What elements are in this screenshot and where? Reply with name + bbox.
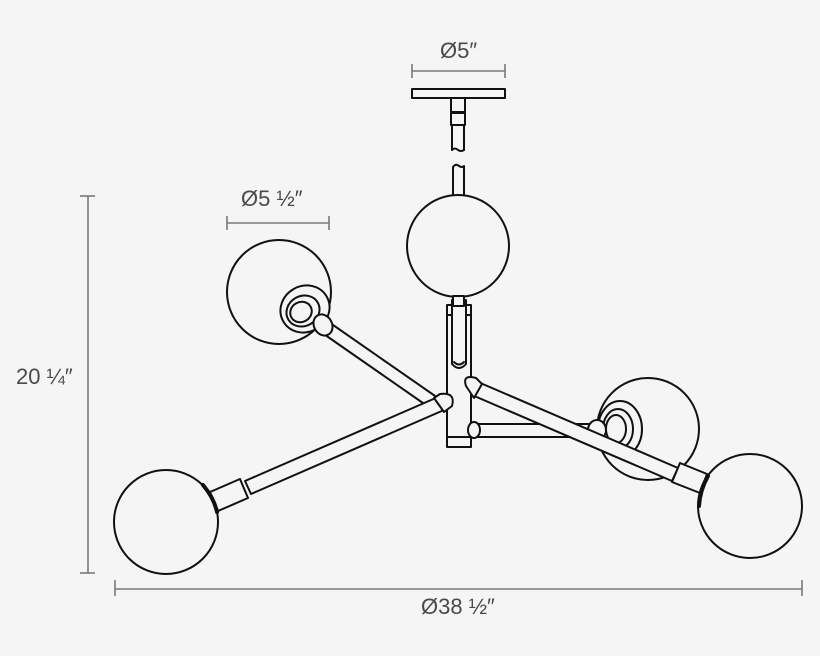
canopy-diameter-label: Ø5″: [440, 38, 478, 63]
arm-lower-right: [464, 376, 708, 494]
ceiling-canopy: [411, 88, 506, 152]
downrod-lower: [452, 163, 465, 197]
globe-lower-right: [697, 453, 803, 559]
dimension-canopy-line: [411, 64, 506, 78]
shade-diameter-label: Ø5 ½″: [241, 186, 303, 211]
overall-height-label: 20 ¼″: [16, 364, 73, 389]
center-hub: [446, 299, 472, 448]
overall-diameter-label: Ø38 ½″: [421, 594, 495, 619]
globe-top-center: [406, 194, 510, 307]
globe-lower-left: [113, 469, 219, 575]
dimension-shade-line: [226, 216, 330, 230]
dimension-height-line: [80, 195, 95, 574]
arm-lower-left: [209, 392, 454, 512]
dimension-width-line: [114, 580, 803, 596]
arm-upper-left: [312, 313, 439, 411]
